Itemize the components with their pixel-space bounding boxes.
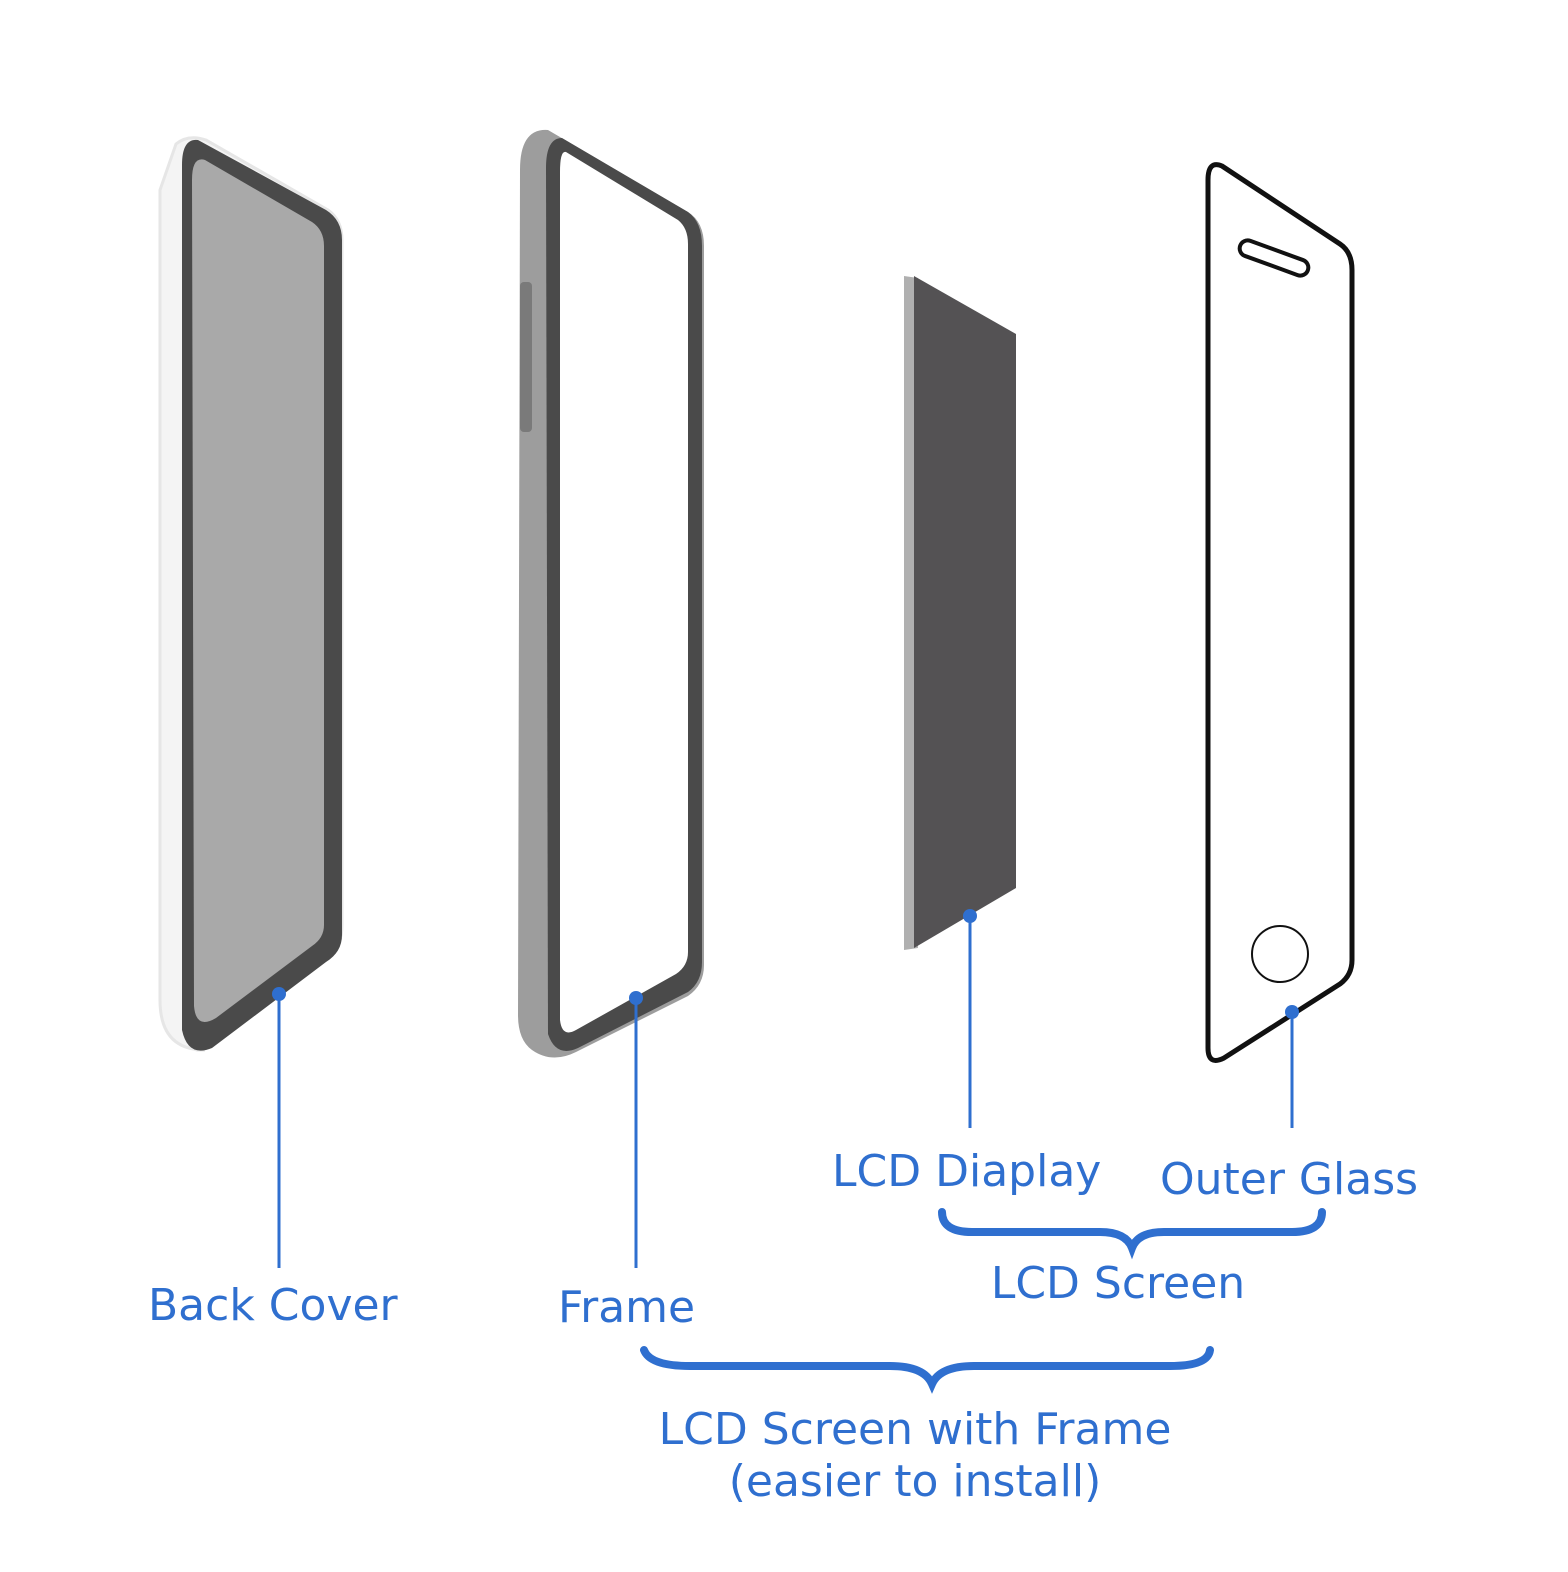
back-cover-panel — [192, 159, 324, 1022]
lcd-display-panel — [914, 276, 1016, 948]
back-cover-part — [158, 136, 344, 1268]
speaker-slot-icon — [1237, 238, 1311, 278]
outer-glass-outline — [1205, 162, 1355, 1063]
label-outer-glass: Outer Glass — [1160, 1154, 1419, 1205]
label-easier-to-install: (easier to install) — [728, 1456, 1102, 1507]
home-button-icon — [1251, 925, 1309, 983]
frame-side-button — [520, 282, 532, 432]
frame-part — [518, 129, 704, 1268]
label-lcd-screen: LCD Screen — [990, 1258, 1246, 1309]
lcd-with-frame-brace — [640, 1346, 1214, 1394]
label-lcd-display: LCD Diaplay — [832, 1146, 1102, 1197]
lcd-display-part — [904, 276, 1016, 1128]
label-frame: Frame — [558, 1282, 696, 1333]
label-back-cover: Back Cover — [148, 1280, 398, 1331]
lcd-screen-brace — [938, 1208, 1326, 1260]
outer-glass-part — [1205, 162, 1355, 1128]
frame-opening — [560, 151, 688, 1033]
label-lcd-screen-with-frame: LCD Screen with Frame — [658, 1404, 1172, 1455]
